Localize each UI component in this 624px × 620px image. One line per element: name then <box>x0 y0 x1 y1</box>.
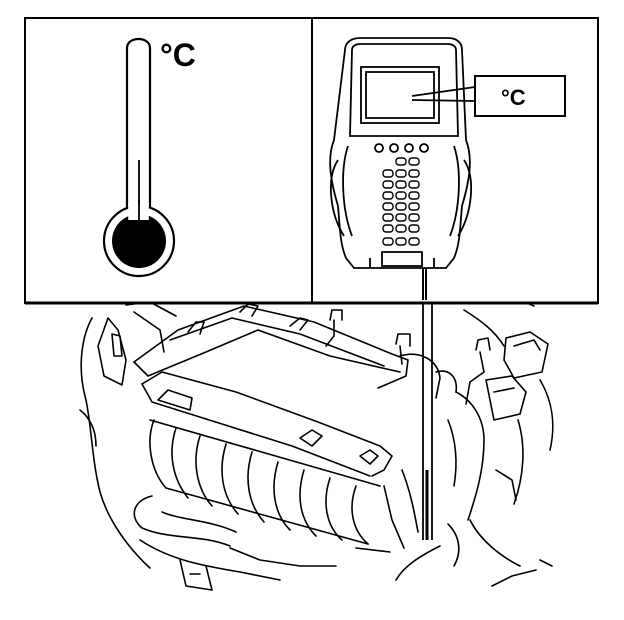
scan-tool-panel <box>329 37 566 269</box>
engine-bay-illustration <box>79 289 554 591</box>
scan-tool-display-callout <box>474 75 566 117</box>
scan-tool-display-label: °C <box>501 85 526 110</box>
sensor-lead <box>422 268 433 540</box>
thermometer-unit-label: °C <box>160 37 196 73</box>
thermometer-panel: °C <box>102 37 196 278</box>
callout-leader <box>411 86 476 97</box>
thermometer-icon <box>102 37 176 278</box>
scan-tool-icon <box>329 37 473 269</box>
